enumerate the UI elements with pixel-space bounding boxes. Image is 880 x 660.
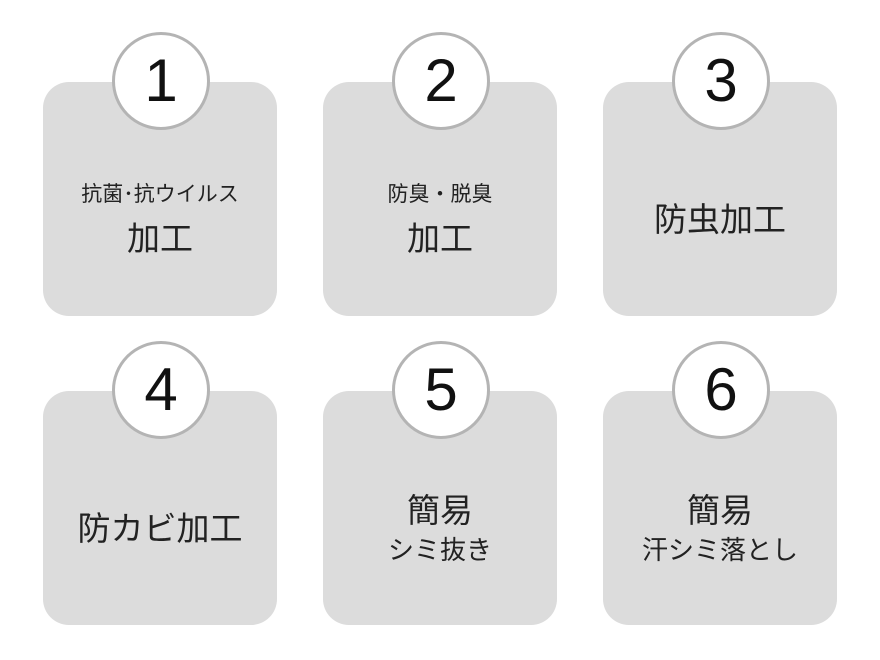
- card-label-line2: 汗シミ落とし: [641, 536, 798, 567]
- card-label-line1: 防虫加工: [654, 200, 786, 240]
- service-card-6: 6 簡易 汗シミ落とし: [603, 341, 837, 625]
- number-badge: 4: [112, 341, 210, 439]
- card-label: 簡易 シミ抜き: [323, 433, 557, 625]
- card-label: 防虫加工: [603, 124, 837, 316]
- card-label-line1: 防臭・脱臭: [387, 182, 493, 207]
- service-card-3: 3 防虫加工: [603, 32, 837, 316]
- number-badge: 3: [672, 32, 770, 130]
- service-card-5: 5 簡易 シミ抜き: [323, 341, 557, 625]
- card-label-line1: 抗菌･抗ウイルス: [81, 182, 239, 207]
- card-label: 抗菌･抗ウイルス 加工: [43, 124, 277, 316]
- card-label: 簡易 汗シミ落とし: [603, 433, 837, 625]
- card-label-line2: 加工: [127, 218, 193, 258]
- card-label-line2: 加工: [407, 218, 473, 258]
- service-card-4: 4 防カビ加工: [43, 341, 277, 625]
- card-label-line1: 簡易: [687, 491, 753, 531]
- card-label-line2: シミ抜き: [387, 536, 492, 567]
- service-card-2: 2 防臭・脱臭 加工: [323, 32, 557, 316]
- card-label-line1: 簡易: [407, 491, 473, 531]
- service-card-1: 1 抗菌･抗ウイルス 加工: [43, 32, 277, 316]
- number-badge: 5: [392, 341, 490, 439]
- card-label: 防カビ加工: [43, 433, 277, 625]
- number-badge: 6: [672, 341, 770, 439]
- number-badge: 2: [392, 32, 490, 130]
- number-badge: 1: [112, 32, 210, 130]
- card-label-line1: 防カビ加工: [77, 509, 243, 549]
- card-label: 防臭・脱臭 加工: [323, 124, 557, 316]
